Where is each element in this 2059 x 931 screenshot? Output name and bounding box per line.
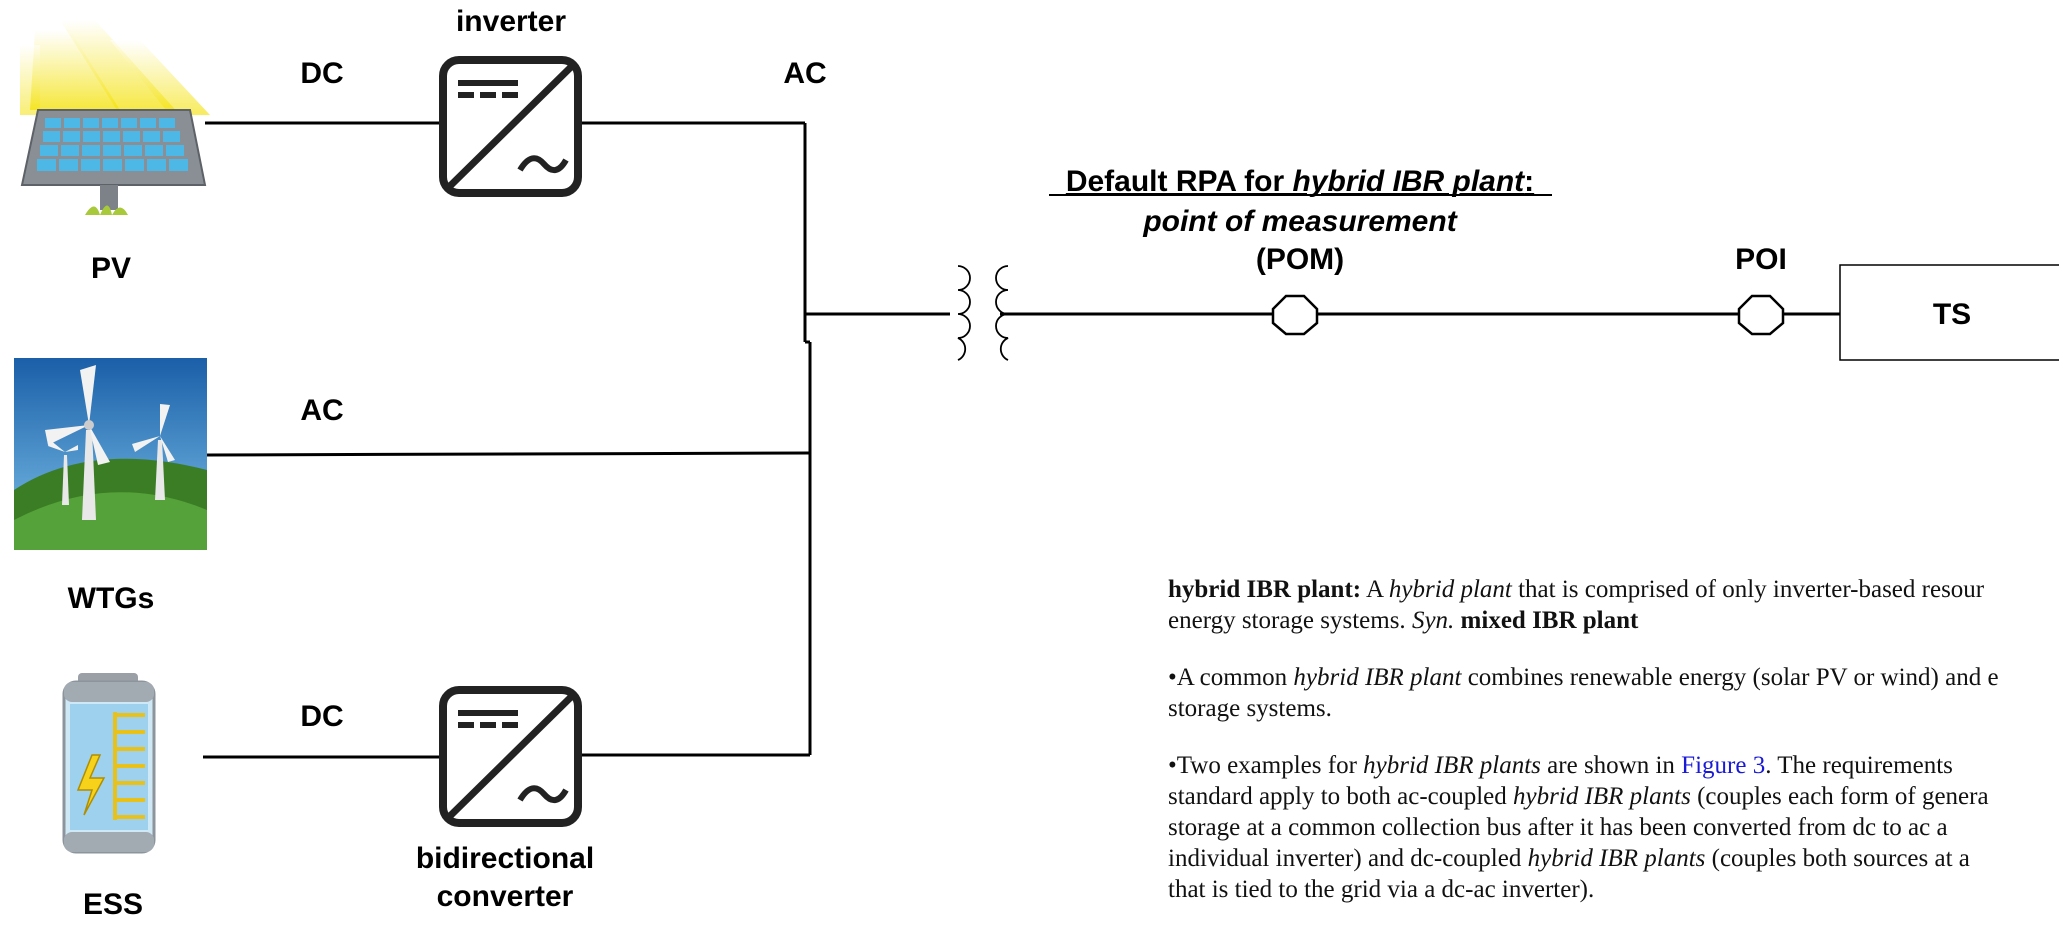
bullet1-text-a: •A common — [1168, 664, 1294, 691]
definition-syn-term: mixed IBR plant — [1454, 607, 1639, 634]
bullet-paragraph-2: •Two examples for hybrid IBR plants are … — [1168, 750, 2059, 905]
bullet2-italic-1: hybrid IBR plants — [1363, 752, 1541, 779]
ac-label-top: AC — [783, 57, 826, 90]
rpa-title-suffix: : — [1524, 165, 1534, 198]
bullet2-text-h: (couples both sources at a — [1705, 845, 1970, 872]
bullet2-text-f: storage at a common collection bus after… — [1168, 814, 1948, 841]
figure-3-link[interactable]: Figure 3 — [1681, 752, 1766, 779]
ess-label: ESS — [83, 888, 143, 919]
bullet1-text-c: storage systems. — [1168, 695, 1332, 722]
definition-text-a: A — [1361, 576, 1389, 603]
rpa-title: Default RPA for hybrid IBR plant: — [1066, 165, 1534, 198]
ts-label: TS — [1933, 298, 1971, 331]
bullet2-italic-3: hybrid IBR plants — [1527, 845, 1706, 872]
bullet2-text-a: •Two examples for — [1168, 752, 1364, 779]
bullet2-text-g: individual inverter) and dc-coupled — [1168, 845, 1528, 872]
bidirectional-label-line2: converter — [437, 880, 574, 913]
inverter-icon — [439, 56, 582, 197]
dc-label-pv: DC — [300, 57, 343, 90]
definition-text-c: energy storage systems. — [1168, 607, 1412, 634]
pom-marker-icon — [1271, 294, 1319, 336]
bullet1-text-b: combines renewable energy (solar PV or w… — [1461, 664, 1999, 691]
rpa-title-italic: hybrid IBR plant — [1293, 165, 1527, 198]
definition-italic: hybrid plant — [1388, 576, 1512, 603]
poi-label: POI — [1735, 243, 1787, 276]
bus-wires — [203, 121, 1840, 759]
poi-marker-icon — [1737, 294, 1785, 336]
definition-paragraph: hybrid IBR plant: A hybrid plant that is… — [1168, 574, 2059, 636]
battery-icon — [62, 673, 156, 854]
bullet1-italic: hybrid IBR plant — [1293, 664, 1462, 691]
bullet-paragraph-1: •A common hybrid IBR plant combines rene… — [1168, 662, 2059, 724]
bullet2-italic-2: hybrid IBR plants — [1513, 783, 1691, 810]
pv-icon — [20, 20, 210, 215]
pv-label: PV — [91, 252, 131, 285]
bullet2-text-e: (couples each form of genera — [1690, 783, 1989, 810]
bullet2-text-c: . The requirements — [1765, 752, 1953, 779]
definition-text: hybrid IBR plant: A hybrid plant that is… — [1168, 574, 2059, 931]
transformer-icon — [957, 265, 1009, 361]
bullet2-text-d: standard apply to both ac-coupled — [1168, 783, 1514, 810]
bidirectional-converter-icon — [439, 686, 582, 827]
bullet2-text-b: are shown in — [1540, 752, 1682, 779]
rpa-title-prefix: Default RPA for — [1066, 165, 1293, 198]
bidirectional-label-line1: bidirectional — [416, 842, 594, 875]
wind-turbine-icon — [14, 358, 207, 550]
wtgs-label: WTGs — [68, 582, 155, 615]
inverter-label: inverter — [456, 5, 566, 38]
dc-label-ess: DC — [300, 700, 343, 733]
bullet2-text-i: that is tied to the grid via a dc-ac inv… — [1168, 876, 1595, 903]
definition-text-b: that is comprised of only inverter-based… — [1511, 576, 1985, 603]
definition-syn: Syn. — [1411, 607, 1455, 634]
rpa-subtitle: point of measurement — [1142, 205, 1458, 238]
ac-label-wind: AC — [300, 394, 343, 427]
ts-box — [1839, 264, 2059, 361]
definition-term: hybrid IBR plant: — [1168, 576, 1362, 603]
pom-label: (POM) — [1256, 243, 1344, 276]
